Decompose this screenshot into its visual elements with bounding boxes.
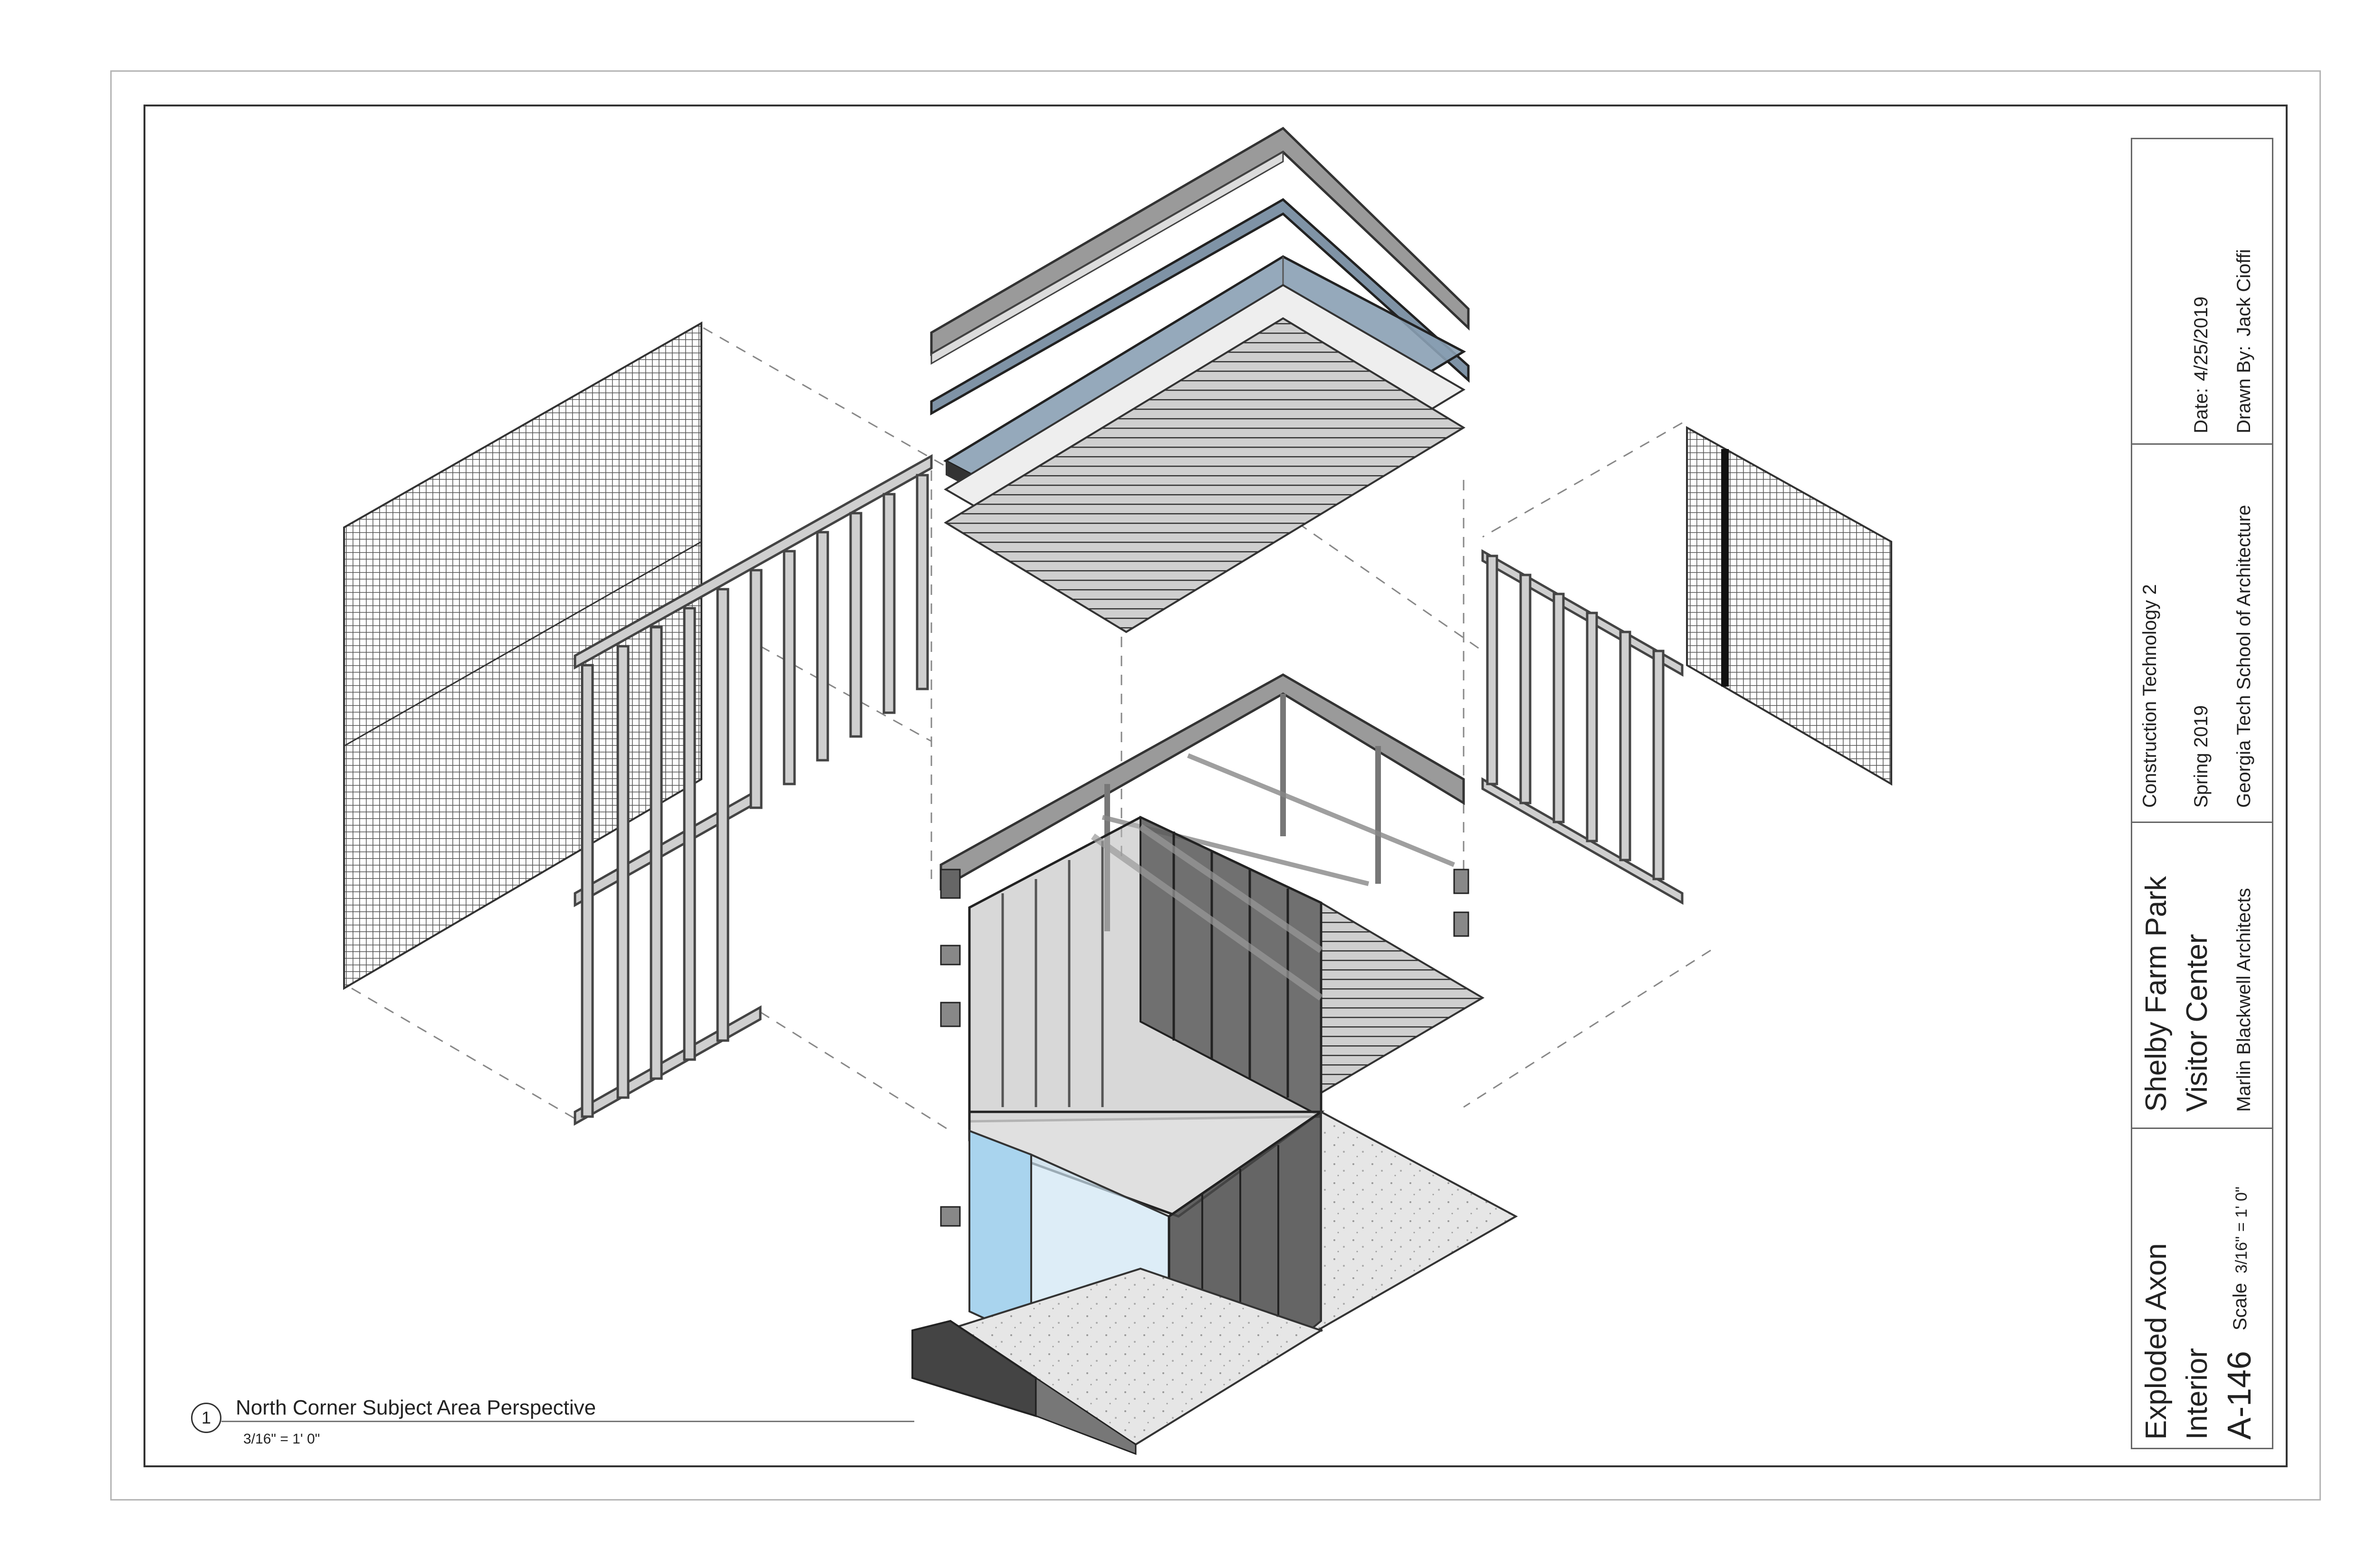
assembly-roof-beams [939, 673, 1469, 1027]
sheet-scale-value: 3/16" = 1' 0" [2232, 1186, 2251, 1273]
date-value: 4/25/2019 [2191, 296, 2212, 381]
title-block-divider [2132, 443, 2272, 445]
sheet-scale-label: Scale [2230, 1282, 2251, 1330]
sheet-inner-border [144, 105, 2288, 1467]
drawn-by-label: Drawn By: [2233, 345, 2254, 434]
view-title-underline [221, 1421, 914, 1422]
course-term: Spring 2019 [2191, 705, 2212, 808]
roof-deck [944, 317, 1466, 633]
view-scale: 3/16" = 1' 0" [243, 1431, 320, 1447]
right-stud-frame [1481, 549, 1684, 905]
roof-glass-strip [930, 198, 1470, 416]
project-name-line2: Visitor Center [2181, 934, 2213, 1112]
title-block-divider [2132, 1128, 2272, 1129]
project-name-line1: Shelby Farm Park [2140, 876, 2173, 1112]
assembly-glass-walls [968, 815, 1323, 1123]
project-architect: Marlin Blackwell Architects [2233, 888, 2254, 1112]
course-name: Construction Technology 2 [2139, 584, 2160, 808]
projection-lines [351, 327, 1711, 1132]
drawn-by-value: Jack Cioffi [2233, 249, 2254, 336]
left-mesh-screen [343, 321, 702, 990]
assembly-ground-slab [911, 1110, 1518, 1455]
left-stud-frame [574, 454, 933, 1126]
roof-fascia-channel [930, 126, 1470, 365]
sheet-title-line2: Interior [2181, 1348, 2213, 1440]
course-school: Georgia Tech School of Architecture [2233, 505, 2254, 808]
right-mesh-screen [1686, 426, 1892, 786]
title-block [2131, 138, 2273, 1449]
title-block-divider [2132, 822, 2272, 823]
view-title: North Corner Subject Area Perspective [236, 1396, 596, 1419]
date-label: Date: [2191, 388, 2212, 433]
sheet-title-line1: Exploded Axon [2140, 1243, 2173, 1440]
sheet-number: A-146 [2221, 1351, 2258, 1440]
sheet-outer-border [110, 70, 2321, 1501]
view-number-bubble: 1 [191, 1403, 221, 1433]
